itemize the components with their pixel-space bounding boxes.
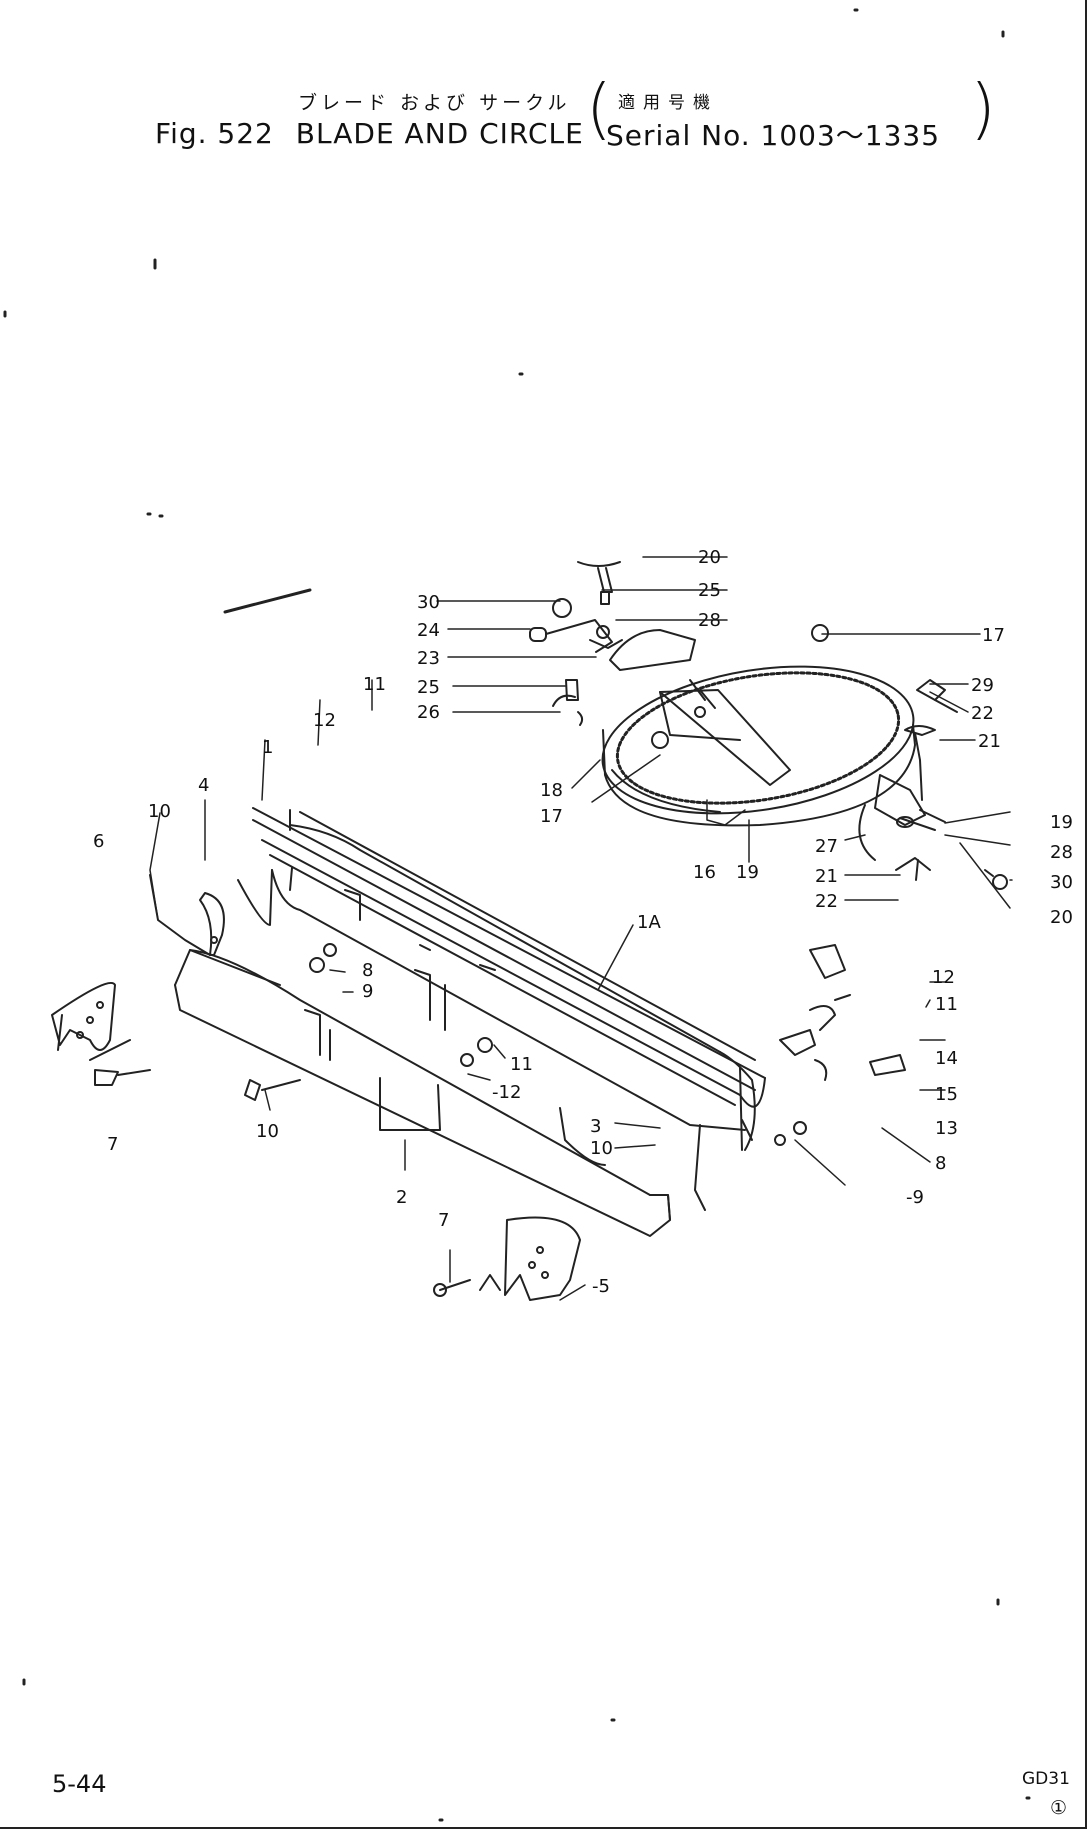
circle-gear-ring [601, 665, 916, 827]
callout-8-right: 8 [935, 1153, 946, 1174]
callout-1A: 1A [637, 912, 661, 933]
top-left-hardware [529, 561, 623, 726]
revision-mark: ① [1050, 1797, 1068, 1819]
callout-12-mid: -12 [492, 1082, 521, 1103]
serial-jp-label: 適用号機 [618, 93, 718, 113]
callout-11-right: 11 [935, 994, 958, 1015]
callout-10-left: 10 [148, 801, 171, 822]
callout-11-top: 11 [363, 674, 386, 695]
callout-20-right: 20 [1050, 907, 1073, 928]
callout-28-top: 28 [698, 610, 721, 631]
callout-2: 2 [396, 1187, 407, 1208]
callout-11-mid: 11 [510, 1054, 533, 1075]
callout-12-right: 12 [932, 967, 955, 988]
callout-21-right: 21 [815, 866, 838, 887]
leader-lines [149, 556, 1013, 1301]
callout-9-left: 9 [362, 981, 373, 1002]
callout-17-left: 17 [540, 806, 563, 827]
circle-drawbar [651, 679, 791, 786]
blade-assembly [174, 807, 766, 1237]
callout-18-left: 18 [540, 780, 563, 801]
callout-21-top: 21 [978, 731, 1001, 752]
callout-7-bottom: 7 [438, 1210, 449, 1231]
callout-30-top: 30 [417, 592, 440, 613]
callout-25-mid: 25 [417, 677, 440, 698]
callout-26: 26 [417, 702, 440, 723]
callout-10-right: 10 [590, 1138, 613, 1159]
callout-30-right: 30 [1050, 872, 1073, 893]
callout-27: 27 [815, 836, 838, 857]
callout-20-top: 20 [698, 547, 721, 568]
callout-23: 23 [417, 648, 440, 669]
page-number: 5-44 [52, 1770, 107, 1798]
callout-22-right: 22 [815, 891, 838, 912]
callout-19-bottom: 19 [736, 862, 759, 883]
figure-name: BLADE AND CIRCLE [295, 117, 584, 150]
scan-specks [3, 8, 1031, 1822]
callout-14: 14 [935, 1048, 958, 1069]
callout-5: -5 [592, 1276, 610, 1297]
drawing-code: GD31 [1022, 1769, 1070, 1789]
paren-open: ( [586, 70, 612, 147]
serial-range: Serial No. 1003～1335 [606, 119, 941, 152]
callout-10-bottom: 10 [256, 1121, 279, 1142]
callout-24: 24 [417, 620, 440, 641]
callout-28-right: 28 [1050, 842, 1073, 863]
callout-22-top: 22 [971, 703, 994, 724]
callout-6: 6 [93, 831, 104, 852]
callout-9-right: -9 [906, 1187, 924, 1208]
callout-17-right: 17 [982, 625, 1005, 646]
callout-19-right: 19 [1050, 812, 1073, 833]
callout-12-top: 12 [313, 710, 336, 731]
paren-close: ) [970, 70, 996, 147]
callout-25-top: 25 [698, 580, 721, 601]
callout-4: 4 [198, 775, 209, 796]
callout-16: 16 [693, 862, 716, 883]
figure-title: Fig. 522 BLADE AND CIRCLE [155, 117, 596, 150]
callout-15: 15 [935, 1084, 958, 1105]
jp-title: ブレード および サークル [298, 92, 571, 114]
circle-top-brackets [609, 624, 946, 861]
callout-labels: 20 25 28 30 24 23 25 26 17 29 22 21 18 1… [93, 547, 1073, 1297]
callout-13: 13 [935, 1118, 958, 1139]
callout-8-left: 8 [362, 960, 373, 981]
callout-3: 3 [590, 1116, 601, 1137]
blade-end-bits [51, 874, 906, 1301]
figure-number: Fig. 522 [155, 117, 274, 150]
right-hardware [895, 679, 1008, 890]
callout-1: 1 [262, 737, 273, 758]
callout-29: 29 [971, 675, 994, 696]
callout-7-left: 7 [107, 1134, 118, 1155]
